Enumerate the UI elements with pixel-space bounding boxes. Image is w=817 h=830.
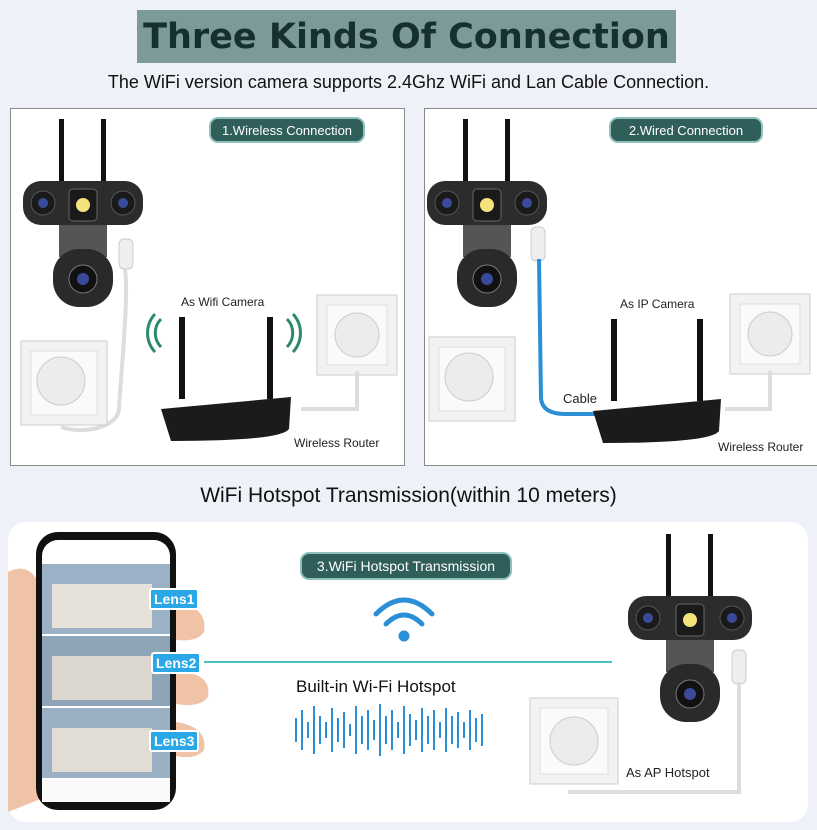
title-banner: Three Kinds Of Connection	[137, 10, 676, 63]
wired-illustration	[427, 119, 811, 443]
ip-camera-label: As IP Camera	[620, 297, 695, 311]
wireless-panel: 1.Wireless Connection As Wifi Camera Wir…	[10, 108, 405, 466]
camera-icon	[427, 119, 547, 307]
phone-icon	[36, 532, 176, 810]
ethernet-cable	[537, 258, 603, 416]
lens3-label: Lens3	[149, 730, 200, 752]
wireless-router-label: Wireless Router	[294, 436, 380, 450]
camera-icon	[628, 534, 752, 722]
wireless-connection-pill: 1.Wireless Connection	[209, 117, 365, 143]
router-icon	[593, 319, 721, 443]
wired-panel: 2.Wired Connection As IP Camera Cable Wi…	[424, 108, 817, 466]
router-icon	[161, 317, 291, 441]
subtitle: The WiFi version camera supports 2.4Ghz …	[107, 72, 710, 92]
signal-wave-icon	[295, 704, 483, 756]
ap-hotspot-label: As AP Hotspot	[626, 765, 710, 780]
wired-router-label: Wireless Router	[718, 440, 804, 454]
lens2-label: Lens2	[151, 652, 202, 674]
hotspot-heading: WiFi Hotspot Transmission(within 10 mete…	[200, 484, 617, 507]
cable-label: Cable	[563, 391, 597, 406]
wired-connection-pill: 2.Wired Connection	[609, 117, 763, 143]
built-in-hotspot-label: Built-in Wi-Fi Hotspot	[296, 677, 456, 696]
hotspot-panel: 3.WiFi Hotspot Transmission Built-in Wi-…	[8, 522, 808, 822]
hotspot-transmission-pill: 3.WiFi Hotspot Transmission	[300, 552, 512, 580]
wifi-icon	[373, 597, 435, 642]
hotspot-illustration	[8, 532, 752, 812]
camera-icon	[23, 119, 143, 307]
page-title: Three Kinds Of Connection	[143, 16, 670, 57]
lens1-label: Lens1	[149, 588, 200, 610]
wifi-camera-label: As Wifi Camera	[181, 295, 265, 309]
wireless-illustration	[20, 119, 398, 441]
